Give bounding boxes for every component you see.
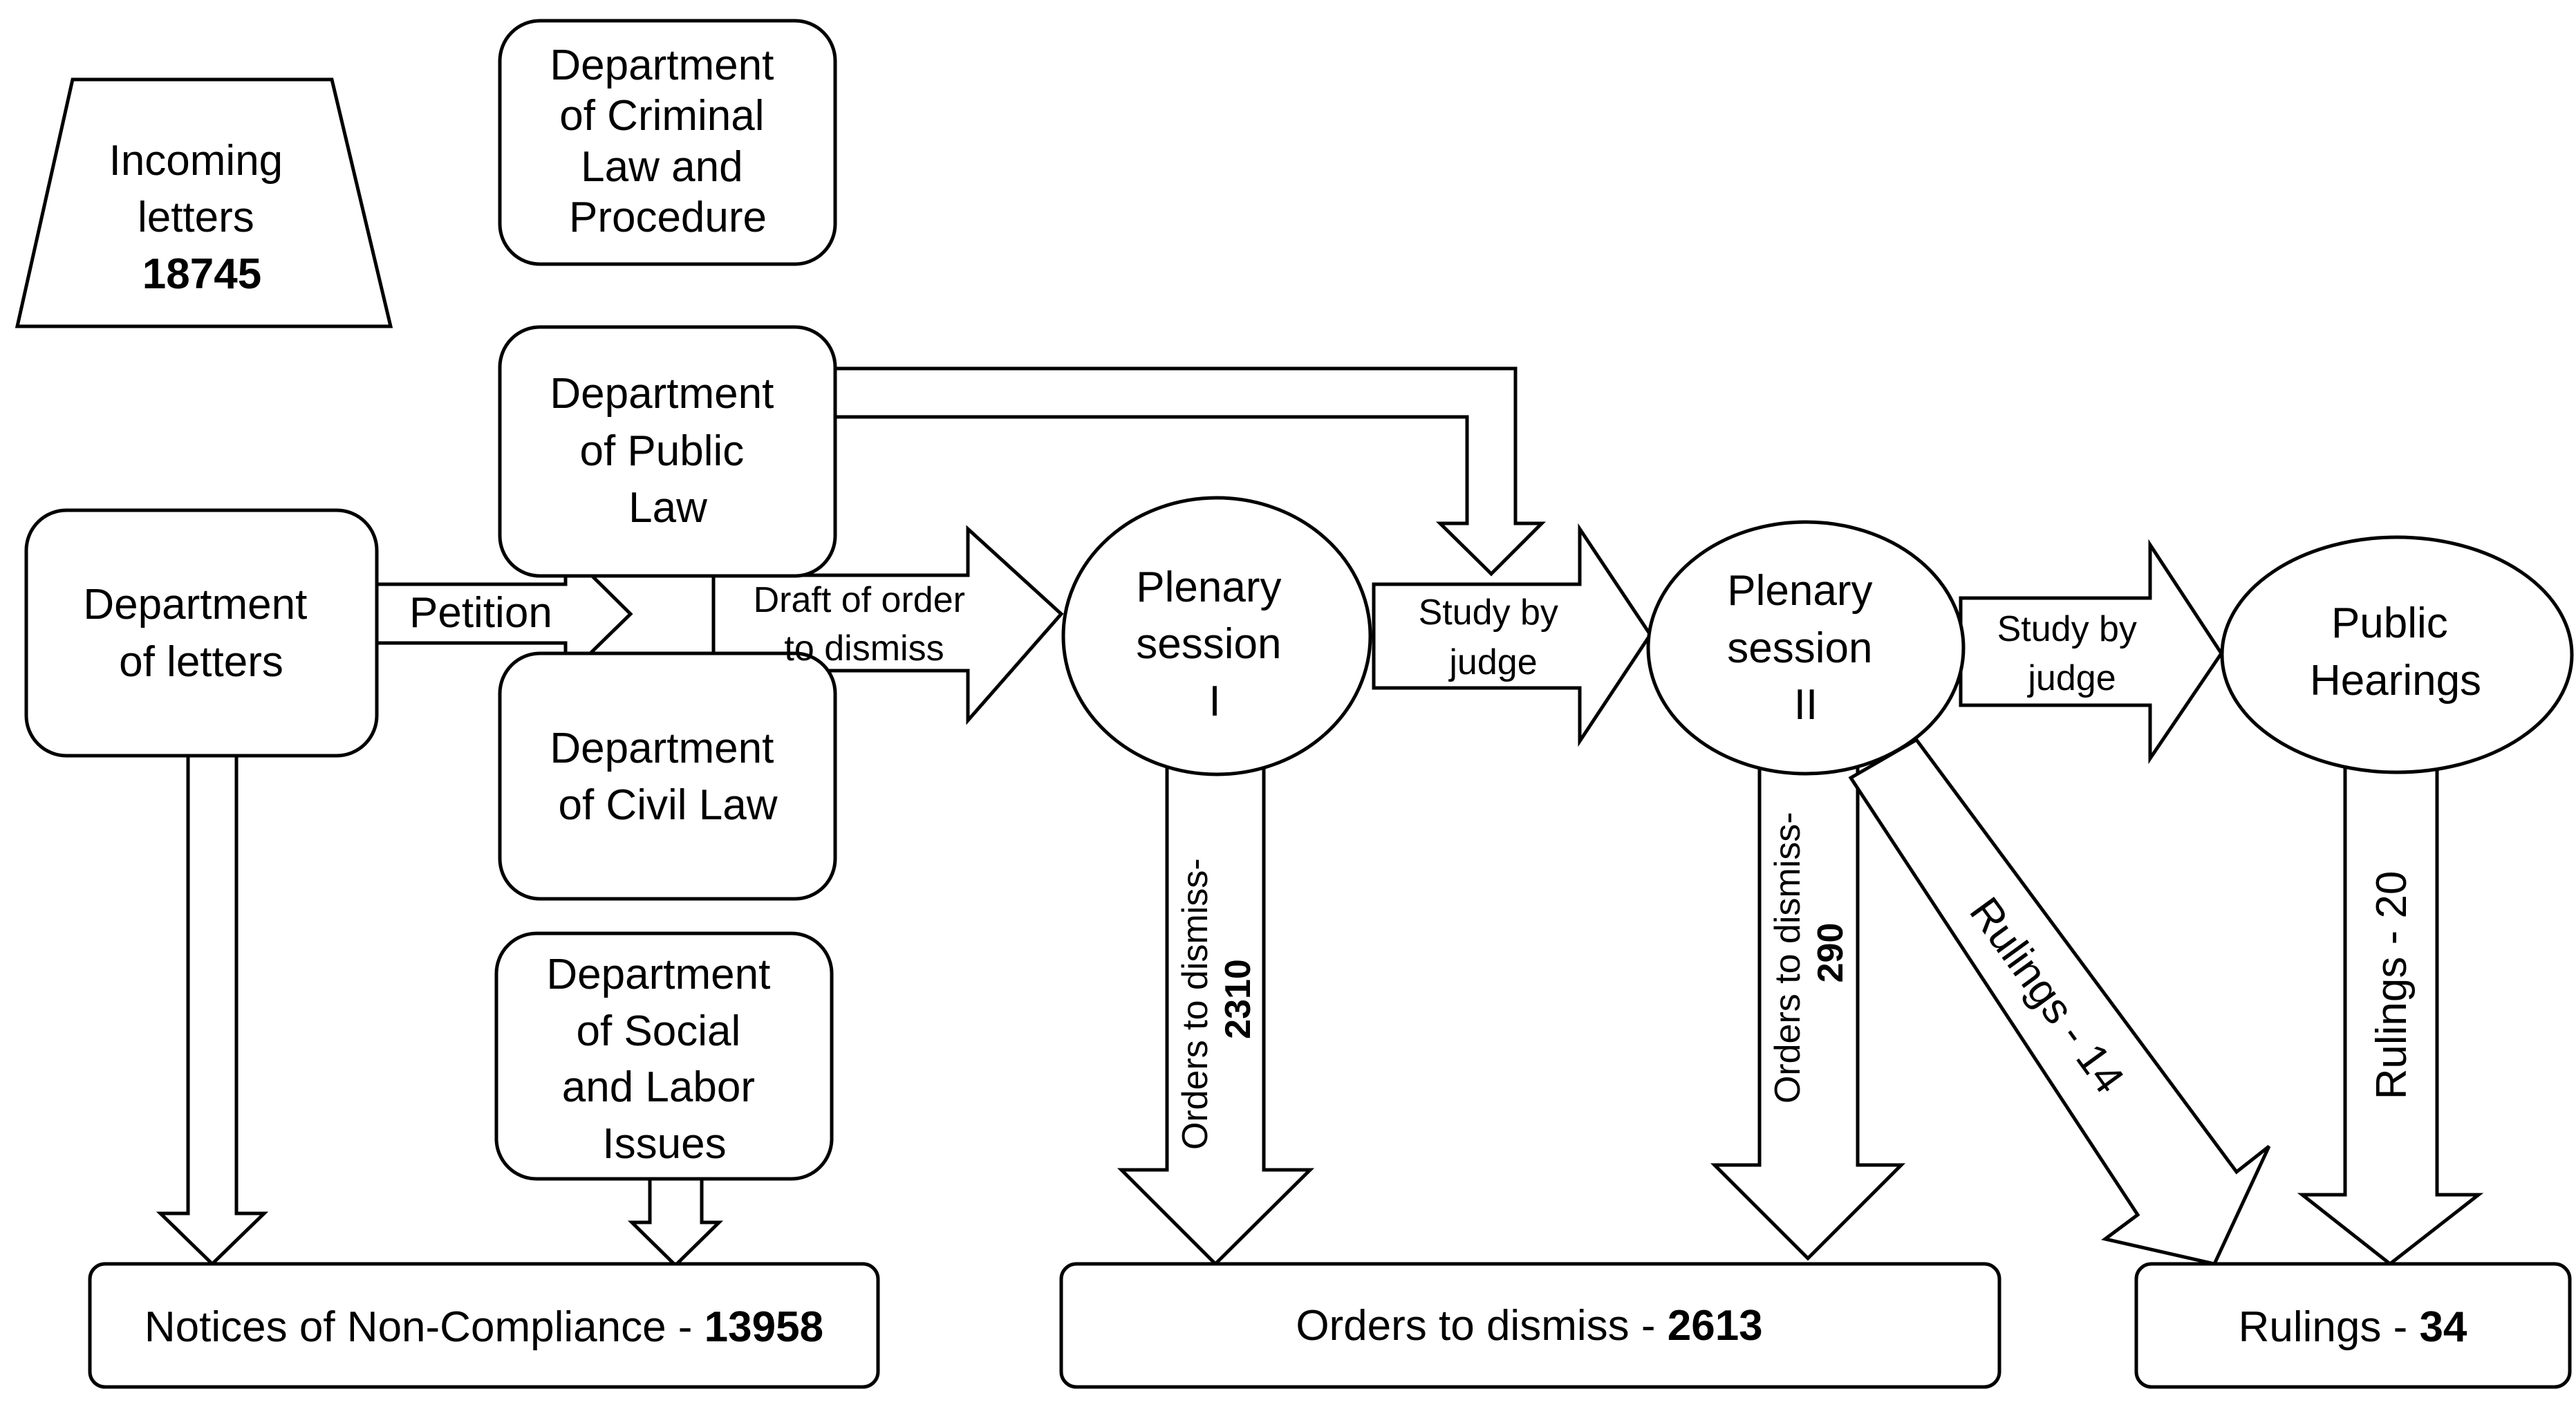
dept-social-label: Department of Social and Labor Issues <box>546 951 782 1168</box>
rulings-total-label: Rulings - 34 <box>2239 1303 2467 1351</box>
dept-civil-label: Department of Civil Law <box>550 725 785 829</box>
dept-civil-node <box>498 651 837 901</box>
incoming-letters-node <box>15 77 393 328</box>
plenary-session-1-node <box>1061 496 1372 776</box>
rulings-20-label: Rulings - 20 <box>2368 871 2416 1100</box>
arrow-public-to-study <box>833 366 1547 577</box>
notices-box <box>88 1262 880 1389</box>
notices-count: 13958 <box>704 1303 823 1351</box>
arrow-orders-2310 <box>1117 762 1315 1267</box>
incoming-letters-count: 18745 <box>142 250 261 298</box>
arrow-petition <box>375 546 633 682</box>
plenary-session-1-label: Plenary session I <box>1136 563 1293 725</box>
orders-290-count: 290 <box>1811 923 1851 983</box>
dept-public-node <box>498 325 837 578</box>
arrow-rulings-20 <box>2297 765 2484 1267</box>
incoming-letters-label: Incoming letters 18745 <box>109 137 295 298</box>
plenary-session-2-label: Plenary session II <box>1727 567 1884 729</box>
dept-social-node <box>494 931 834 1181</box>
dept-letters-label: Department of letters <box>83 581 319 686</box>
dept-public-label: Department of Public Law <box>550 370 785 532</box>
orders-total-label: Orders to dismiss - 2613 <box>1296 1302 1762 1350</box>
arrow-study-1 <box>1372 523 1653 747</box>
rulings-total-box <box>2134 1262 2572 1389</box>
draft-order-label: Draft of order to dismiss <box>754 580 976 669</box>
arrow-rulings-14 <box>1848 737 2271 1266</box>
public-hearings-node <box>2220 535 2574 774</box>
rulings-total-count: 34 <box>2419 1303 2467 1351</box>
study-by-judge-2-label: Study by judge <box>1997 609 2147 698</box>
dept-criminal-node <box>498 19 837 266</box>
orders-2310-label: Orders to dismiss- 2310 <box>1175 848 1258 1150</box>
arrow-social-to-notices <box>627 1177 724 1268</box>
orders-2310-count: 2310 <box>1218 959 1258 1039</box>
orders-290-label: Orders to dismiss- 290 <box>1768 802 1851 1103</box>
dept-criminal-label: Department of Criminal Law and Procedure <box>550 41 785 241</box>
public-hearings-label: Public Hearings <box>2310 599 2481 705</box>
plenary-session-2-node <box>1646 520 1966 776</box>
study-by-judge-1-label: Study by judge <box>1419 593 1569 682</box>
orders-total-count: 2613 <box>1668 1302 1763 1350</box>
petition-label: Petition <box>409 589 552 637</box>
arrow-letters-to-notices <box>156 753 269 1267</box>
dept-letters-node <box>24 508 379 758</box>
arrow-study-2 <box>1959 539 2224 765</box>
arrow-orders-290 <box>1710 753 1906 1261</box>
notices-label: Notices of Non-Compliance - 13958 <box>144 1303 823 1351</box>
orders-total-box <box>1059 1262 2001 1389</box>
